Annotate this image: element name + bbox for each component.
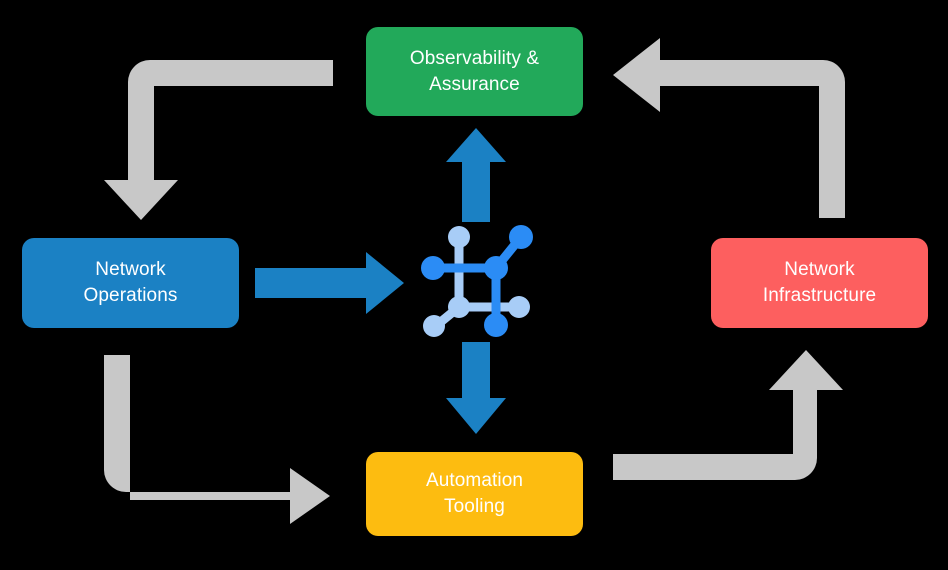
gray-arrow-operations-to-automation [104,355,330,524]
node-observability-label: Observability & Assurance [409,47,540,95]
gray-arrow-infrastructure-to-observability [613,38,845,218]
node-network-infrastructure[interactable]: Network Infrastructure [711,238,928,328]
node-automation-tooling-label: Automation Tooling [425,470,524,517]
gray-arrow-observability-to-operations [104,60,333,220]
node-network-infrastructure-label: Network Infrastructure [762,259,877,306]
node-automation-tooling[interactable]: Automation Tooling [366,452,583,536]
node-network-operations[interactable]: Network Operations [22,238,239,328]
gray-arrow-automation-to-infrastructure [613,350,843,480]
blue-arrow-center-to-observability [446,128,506,222]
network-topology-icon [421,225,533,337]
node-observability-assurance[interactable]: Observability & Assurance [366,27,583,116]
node-network-operations-label: Network Operations [83,259,178,306]
blue-arrow-operations-to-center [255,252,404,314]
blue-arrow-center-to-automation [446,342,506,434]
